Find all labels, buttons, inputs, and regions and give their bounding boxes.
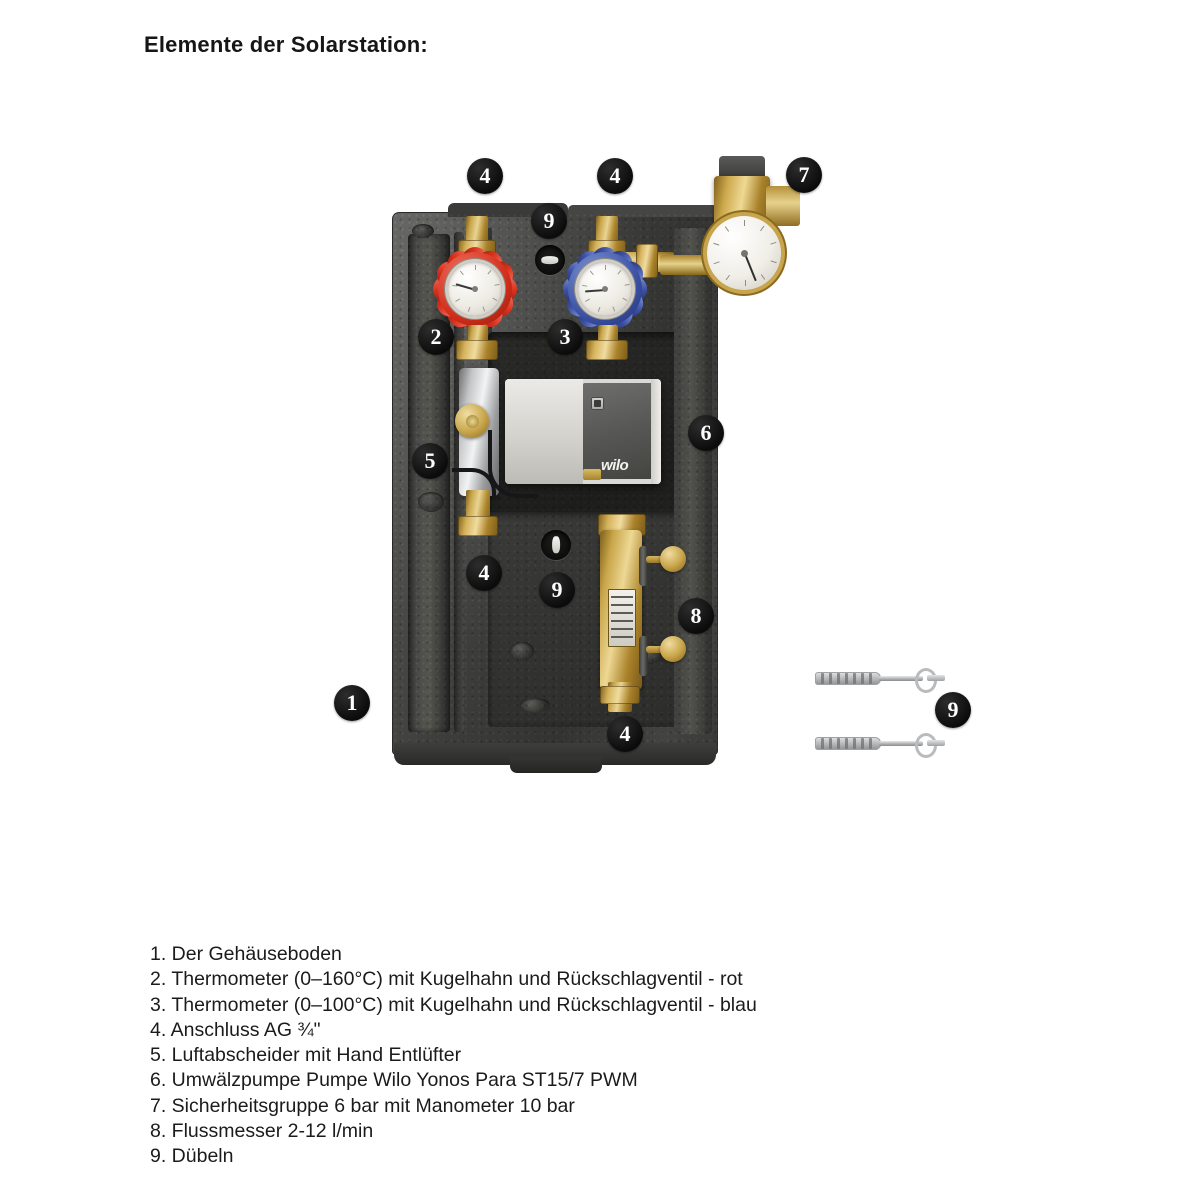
connection-lower-left: [458, 516, 498, 536]
callout-badge-9-wall-anchors[interactable]: 9: [935, 692, 971, 728]
blue-valve-lower-nut: [586, 340, 628, 360]
legend-item-2: 2. Thermometer (0–160°C) mit Kugelhahn u…: [150, 968, 743, 991]
housing-dimple-mid: [510, 642, 534, 660]
pump-cable-loop: [452, 468, 496, 498]
wall-anchor-tip-lower: [927, 740, 945, 746]
callout-badge-4-connection-lower-left[interactable]: 4: [466, 555, 502, 591]
callout-badge-7-safety-group[interactable]: 7: [786, 157, 822, 193]
wall-anchor-plug-lower: [815, 737, 881, 750]
flow-meter-drain-valve[interactable]: [657, 633, 689, 665]
housing-dimple-topleft: [412, 224, 434, 238]
red-thermometer-dial: [448, 262, 502, 316]
housing-top-notch-right: [568, 205, 718, 217]
page-title: Elemente der Solarstation:: [144, 32, 428, 57]
manometer-gauge: [707, 216, 781, 290]
dowel-hole-slot-upper: [541, 256, 559, 264]
callout-badge-4-connection-top-right[interactable]: 4: [597, 158, 633, 194]
dowel-hole-upper: [535, 245, 565, 275]
legend-item-6: 6. Umwälzpumpe Pumpe Wilo Yonos Para ST1…: [150, 1069, 638, 1092]
flow-meter-fill-valve[interactable]: [657, 543, 689, 575]
housing-dimple-left: [418, 492, 444, 512]
pump-mode-button[interactable]: [591, 397, 604, 410]
safety-valve-outlet: [766, 186, 800, 226]
wall-anchor-lower: [815, 730, 945, 758]
blue-thermometer-dial: [578, 262, 632, 316]
red-thermometer-valve[interactable]: [432, 246, 518, 332]
pump-connector-plug: [583, 469, 601, 480]
legend: 1. Der Gehäuseboden 2. Thermometer (0–160…: [150, 942, 1050, 1170]
callout-badge-1-housing-base[interactable]: 1: [334, 685, 370, 721]
pump-brand-logo: wilo: [601, 457, 629, 474]
flow-meter-upper-stem: [646, 556, 664, 563]
housing-lower-bay: [488, 512, 684, 727]
air-separator-vent-knob[interactable]: [455, 404, 489, 438]
pump-right-edge: [651, 379, 661, 484]
legend-item-3: 3. Thermometer (0–100°C) mit Kugelhahn u…: [150, 993, 757, 1016]
blue-thermometer-valve[interactable]: [562, 246, 648, 332]
wall-anchor-plug-upper: [815, 672, 881, 685]
callout-badge-8-flow-meter[interactable]: 8: [678, 598, 714, 634]
wall-anchor-tip-upper: [927, 675, 945, 681]
callout-badge-4-connection-bottom[interactable]: 4: [607, 716, 643, 752]
manometer-needle: [743, 252, 757, 282]
callout-badge-9-dowel-hole-upper[interactable]: 9: [531, 203, 567, 239]
dowel-hole-slot-lower: [552, 536, 560, 554]
flow-meter-upper-lever[interactable]: [639, 546, 648, 586]
callout-badge-3-blue-thermometer-valve[interactable]: 3: [547, 319, 583, 355]
legend-list: 1. Der Gehäuseboden 2. Thermometer (0–160…: [150, 942, 1050, 1170]
housing-groove-outer: [408, 234, 450, 732]
flow-meter-lower-lever[interactable]: [639, 636, 648, 676]
legend-item-7: 7. Sicherheitsgruppe 6 bar mit Manometer…: [150, 1094, 575, 1117]
flow-meter-scale: [608, 589, 636, 647]
legend-item-8: 8. Flussmesser 2-12 l/min: [150, 1120, 374, 1143]
wall-anchor-shaft-upper: [879, 676, 923, 681]
callout-badge-5-air-separator[interactable]: 5: [412, 443, 448, 479]
callout-badge-2-red-thermometer-valve[interactable]: 2: [418, 319, 454, 355]
flow-meter-lower-stem: [646, 646, 664, 653]
legend-item-5: 5. Luftabscheider mit Hand Entlüfter: [150, 1044, 462, 1067]
pump-motor-housing: [505, 379, 583, 484]
solar-station-figure: wilo: [334, 156, 971, 773]
legend-item-1: 1. Der Gehäuseboden: [150, 943, 342, 965]
callout-badge-6-circulation-pump[interactable]: 6: [688, 415, 724, 451]
pump-cable: [488, 430, 538, 498]
housing-bottom-tab: [510, 757, 602, 773]
callout-badge-9-dowel-hole-lower[interactable]: 9: [539, 572, 575, 608]
wall-anchor-upper: [815, 665, 945, 693]
red-thermometer-pin: [472, 286, 478, 292]
wall-anchor-shaft-lower: [879, 741, 923, 746]
manometer-pin: [740, 249, 748, 257]
dowel-hole-lower: [541, 530, 571, 560]
safety-valve-cap[interactable]: [719, 156, 765, 178]
connection-bottom: [600, 686, 640, 704]
red-valve-lower-nut: [456, 340, 498, 360]
housing-dimple-mid2: [520, 698, 550, 712]
callout-badge-4-connection-top-left[interactable]: 4: [467, 158, 503, 194]
circulation-pump[interactable]: wilo: [505, 379, 661, 484]
blue-thermometer-pin: [602, 286, 608, 292]
legend-item-4: 4. Anschluss AG ¾": [150, 1018, 321, 1041]
legend-item-9: 9. Dübeln: [150, 1145, 234, 1168]
